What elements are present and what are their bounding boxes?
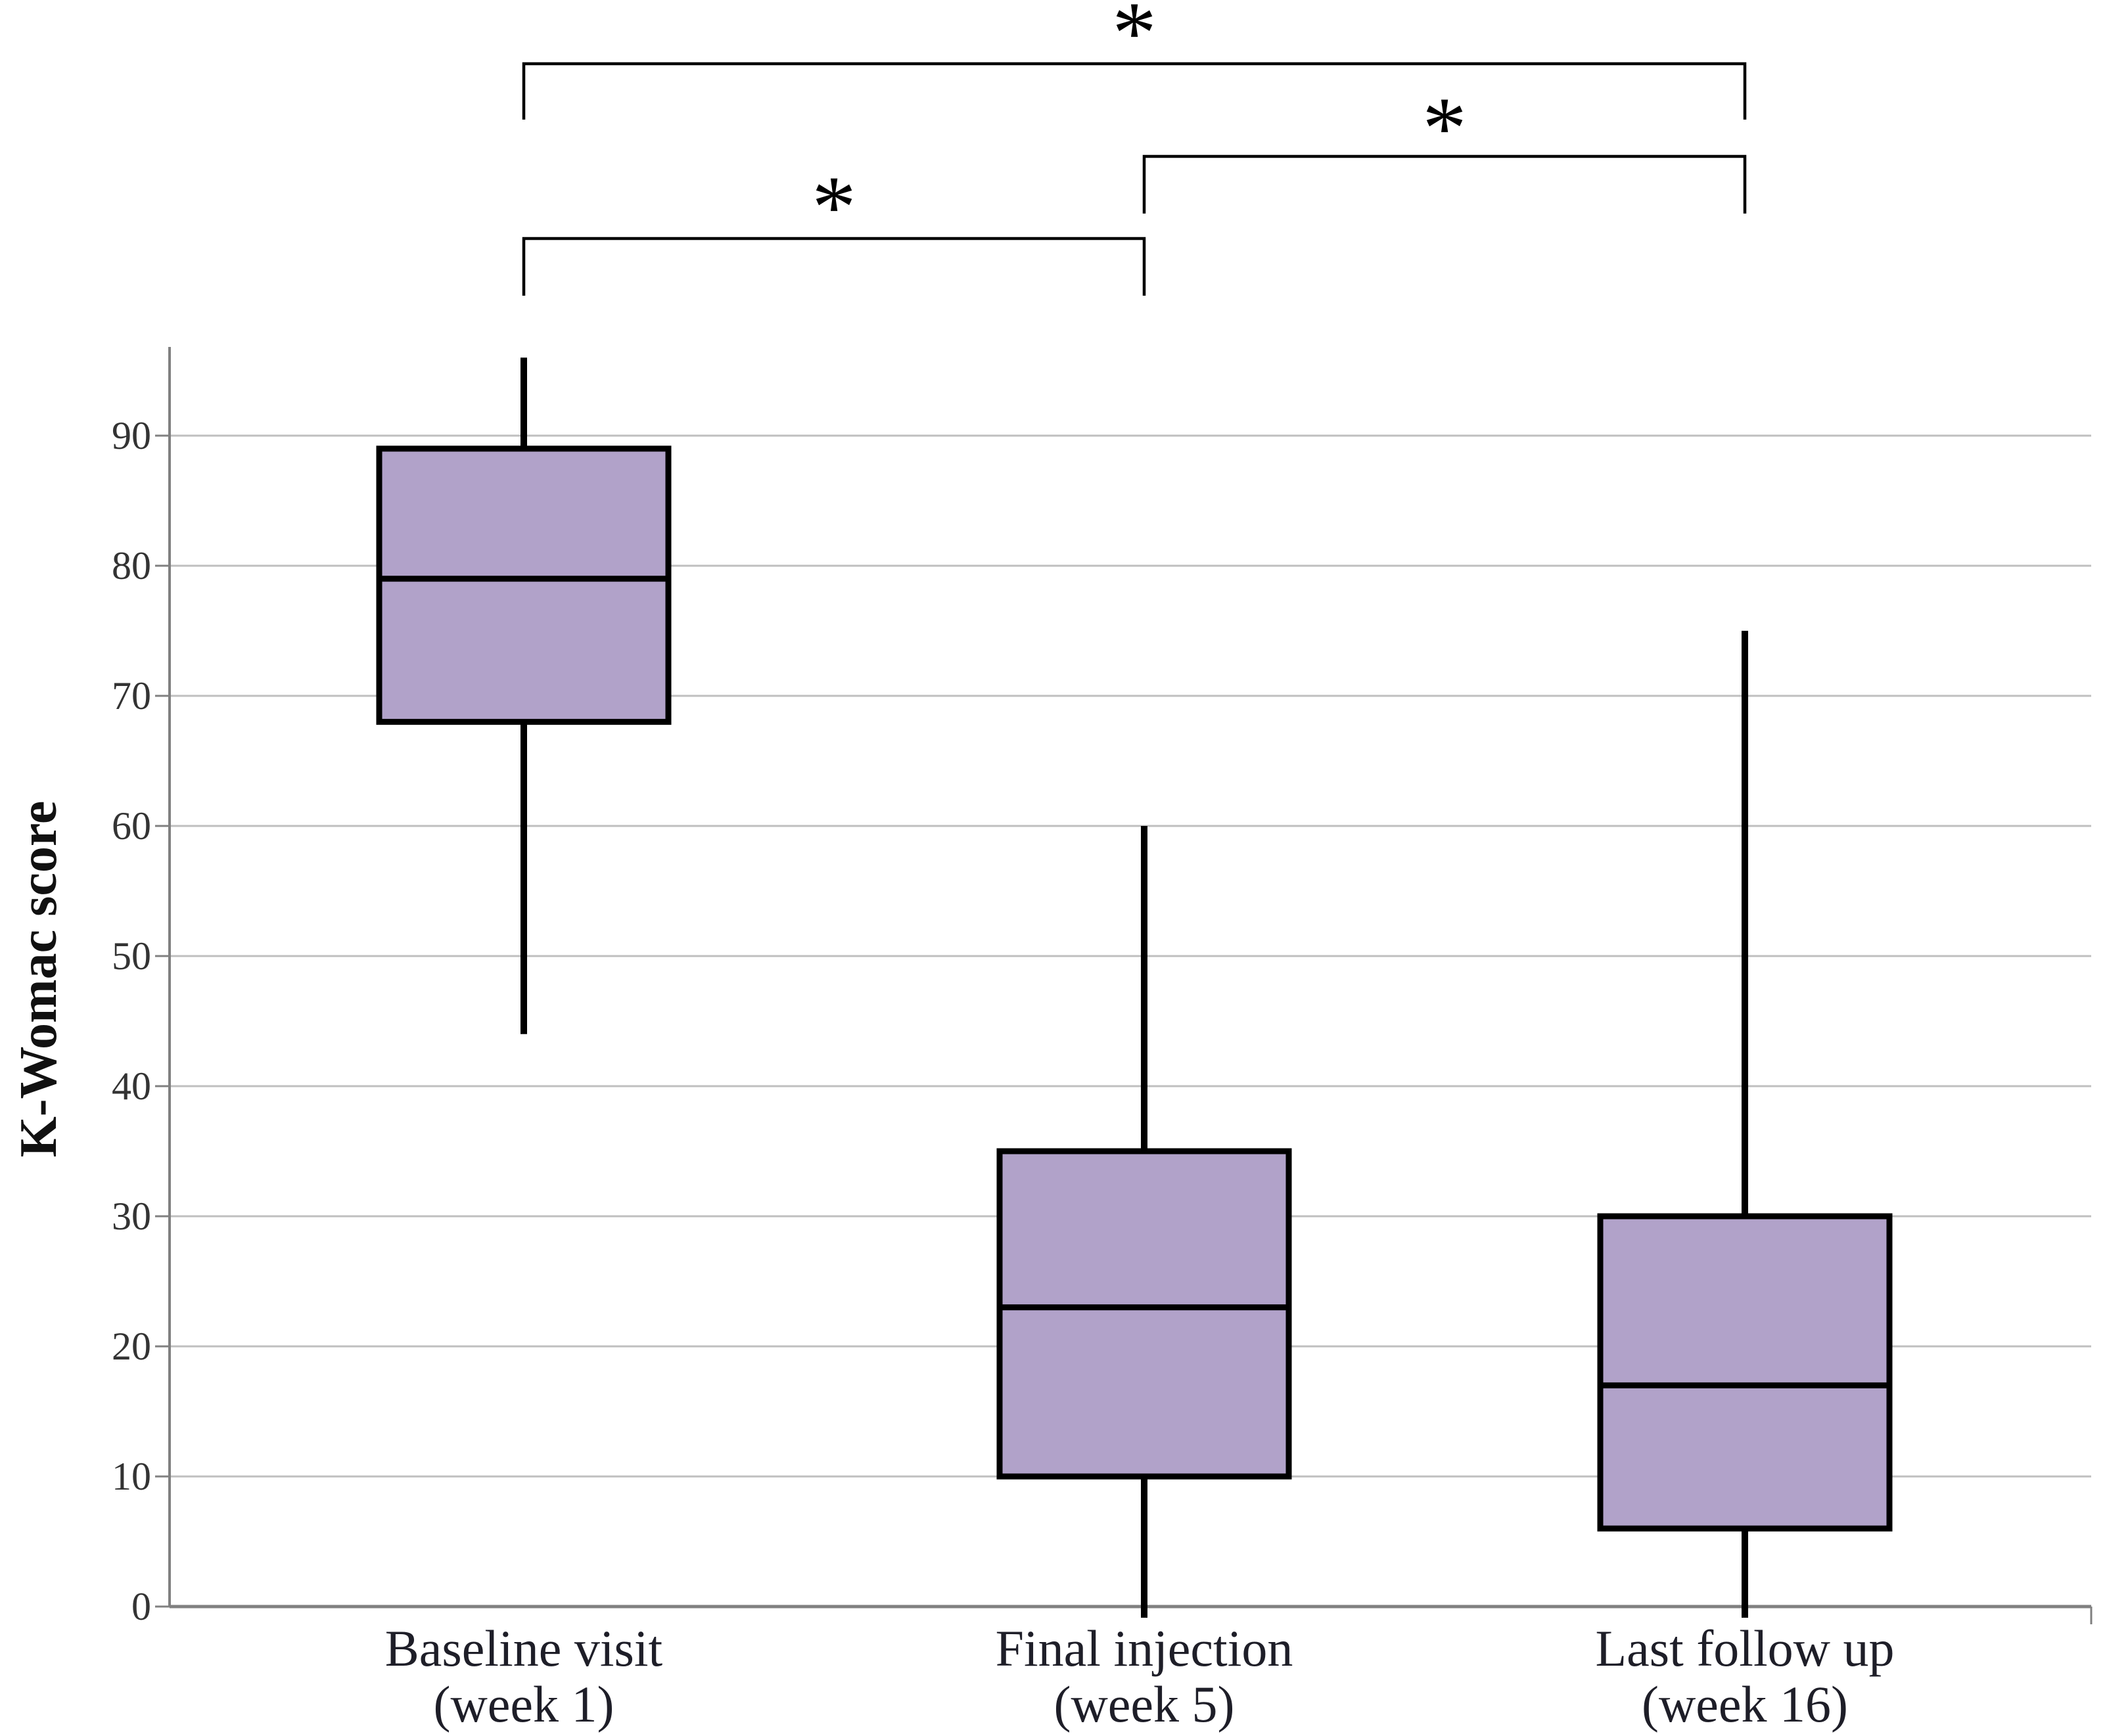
box-iqr <box>1597 1213 1893 1532</box>
y-axis-tick-label: 0 <box>131 1585 151 1628</box>
y-axis-tick-label: 60 <box>112 804 151 848</box>
box-group <box>996 826 1292 1618</box>
category-label-line1: Last follow up <box>1596 1620 1895 1677</box>
box-group <box>1597 631 1893 1618</box>
box-group <box>376 357 672 1034</box>
y-axis-tick-label: 90 <box>112 414 151 457</box>
y-axis-tick-label: 40 <box>112 1064 151 1108</box>
y-axis-tick-labels: 0 10 20 30 40 50 60 70 80 90 <box>112 414 151 1628</box>
bracket-line <box>522 62 1747 120</box>
significance-asterisk: * <box>812 158 856 256</box>
significance-bracket: * <box>1142 80 1747 214</box>
y-axis-tick-label: 30 <box>112 1195 151 1238</box>
y-axis-title: K-Womac score <box>10 801 68 1158</box>
category-label: Final injection(week 5) <box>996 1620 1293 1733</box>
bracket-line <box>522 237 1146 296</box>
significance-bracket: * <box>522 0 1747 120</box>
category-label-line2: (week 1) <box>433 1676 614 1733</box>
category-label: Baseline visit(week 1) <box>385 1620 663 1733</box>
significance-bracket: * <box>522 158 1146 296</box>
category-label-line1: Final injection <box>996 1620 1293 1677</box>
y-axis-tick-label: 10 <box>112 1455 151 1498</box>
category-label-line1: Baseline visit <box>385 1620 663 1677</box>
y-axis-tick-label: 50 <box>112 934 151 978</box>
bracket-line <box>1142 154 1747 214</box>
category-label: Last follow up(week 16) <box>1596 1620 1895 1733</box>
category-label-line2: (week 16) <box>1642 1676 1848 1733</box>
y-axis-tick-label: 70 <box>112 674 151 718</box>
significance-asterisk: * <box>1422 80 1467 177</box>
significance-asterisk: * <box>1112 0 1157 82</box>
y-axis-tick-label: 80 <box>112 544 151 587</box>
box-iqr <box>376 445 672 725</box>
y-axis-tick-label: 20 <box>112 1325 151 1368</box>
y-axis-ticks <box>155 434 171 1608</box>
category-label-line2: (week 5) <box>1053 1676 1234 1733</box>
box-iqr <box>996 1148 1292 1480</box>
